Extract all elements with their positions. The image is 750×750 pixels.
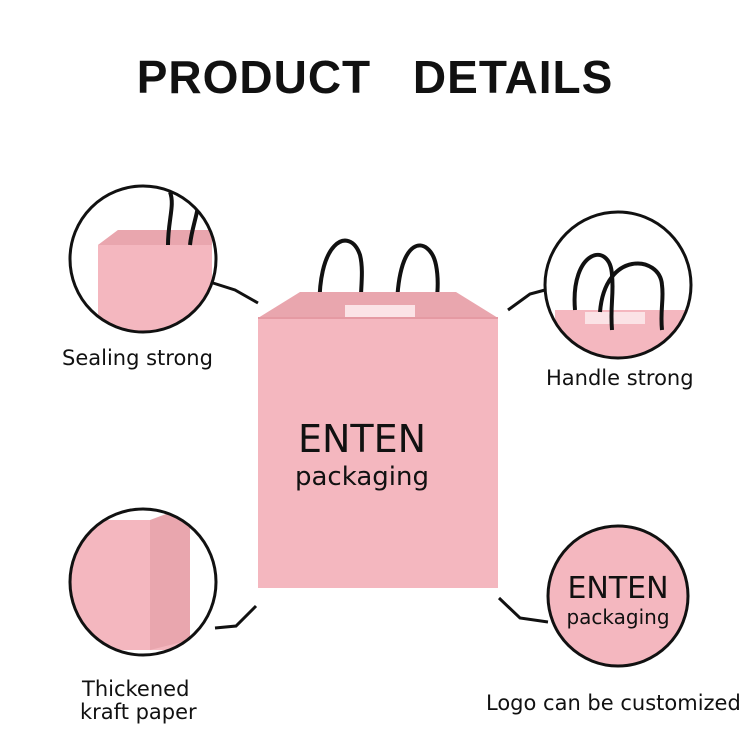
caption-logo: Logo can be customized: [486, 691, 741, 715]
detail-circle-logo: ENTEN packaging: [497, 524, 690, 668]
page-title: PRODUCT DETAILS: [136, 51, 614, 103]
detail-circle-handle: [507, 210, 693, 360]
detail-circle-kraft: [68, 507, 258, 657]
detail-circle-sealing: [68, 184, 259, 334]
caption-sealing: Sealing strong: [62, 346, 213, 370]
logo-sub-text: packaging: [566, 605, 669, 629]
bag-sub-text: packaging: [295, 462, 429, 492]
shopping-bag: ENTEN packaging: [258, 238, 498, 588]
bag-brand-text: ENTEN: [298, 417, 426, 461]
caption-thickened-2: kraft paper: [80, 700, 197, 724]
caption-handle: Handle strong: [546, 366, 694, 390]
caption-thickened-1: Thickened: [82, 677, 190, 701]
logo-brand-text: ENTEN: [567, 571, 668, 606]
